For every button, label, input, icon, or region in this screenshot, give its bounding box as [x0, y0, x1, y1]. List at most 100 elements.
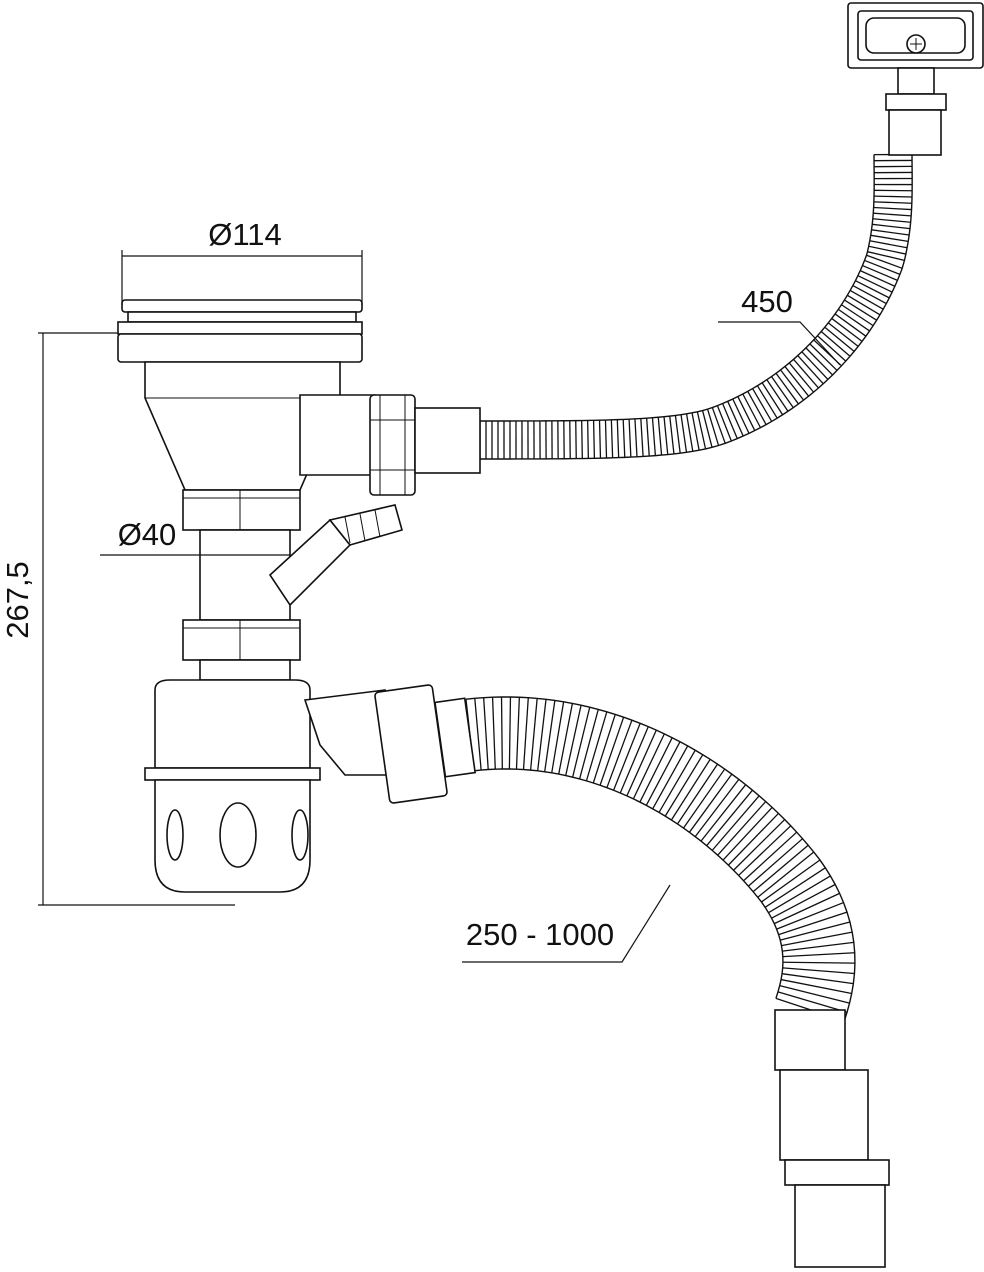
hose-rib: [727, 401, 744, 437]
hose-rib: [781, 973, 854, 985]
hose-rib: [857, 275, 893, 293]
hose-rib: [664, 754, 704, 817]
hose-rib: [872, 223, 911, 230]
hose-rib: [669, 416, 675, 454]
hose-rib: [761, 859, 821, 903]
dimension-strainer: Ø114: [121, 217, 363, 305]
hose-rib: [866, 254, 903, 269]
hose-rib: [604, 419, 608, 459]
hose-rib: [777, 991, 848, 1013]
hose-rib: [867, 251, 905, 261]
hose-rib: [508, 696, 512, 770]
hose-rib: [872, 218, 911, 223]
hose-rib: [782, 941, 854, 952]
hose-rib: [782, 967, 855, 975]
hose-rib: [491, 697, 496, 770]
hose-edge: [480, 154, 913, 460]
hose-rib: [873, 212, 912, 217]
hose-edge: [479, 154, 875, 422]
hose-rib: [873, 206, 912, 211]
hose-rib: [716, 405, 732, 442]
hose-rib: [657, 417, 663, 456]
hose-rib: [706, 408, 720, 446]
hose-rib: [869, 240, 908, 249]
hose-rib: [757, 851, 815, 898]
overflow-hose: [479, 153, 913, 460]
hose-rib: [717, 801, 767, 856]
sink-strainer: [117, 299, 481, 496]
hose-rib: [841, 304, 874, 327]
hose-rib: [640, 418, 644, 457]
hose-rib: [515, 697, 521, 770]
hose-rib: [820, 331, 851, 357]
hose-rib: [674, 415, 681, 454]
hose-rib: [827, 322, 859, 347]
hose-rib: [500, 696, 503, 769]
hose-rib: [797, 355, 824, 385]
hose-rib: [622, 419, 626, 458]
hose-rib: [628, 419, 632, 458]
hose-rib: [691, 412, 700, 451]
hose-rib: [756, 385, 778, 419]
hose-rib: [626, 729, 657, 797]
hose-rib: [771, 883, 836, 919]
hose-rib: [824, 326, 855, 352]
hose-rib: [738, 825, 792, 876]
hose-rib: [831, 317, 863, 342]
hose-rib: [606, 719, 633, 788]
hose-rib: [776, 901, 844, 930]
hose-rib: [737, 396, 756, 431]
hose-rib: [551, 701, 565, 773]
label-total-height: 267,5: [0, 561, 35, 639]
hose-rib: [721, 403, 738, 439]
hose-rib: [873, 201, 912, 204]
hose-rib: [733, 819, 786, 871]
hose-rib: [572, 707, 591, 778]
hose-rib: [747, 838, 803, 887]
hose-rib: [788, 362, 815, 393]
hose-rib: [581, 420, 583, 459]
hose-rib: [565, 705, 582, 776]
hose-rib: [696, 411, 707, 450]
hose-rib: [834, 313, 867, 337]
hose-rib: [670, 758, 711, 821]
hose-rib: [575, 420, 577, 459]
hose-rib: [780, 978, 852, 995]
hose-rib: [781, 931, 853, 947]
hose-rib: [706, 789, 753, 847]
hose-rib: [852, 285, 887, 305]
label-outlet-hose-length: 250 - 1000: [466, 917, 614, 952]
hose-rib: [592, 420, 596, 459]
hose-rib: [779, 369, 805, 401]
hose-rib: [732, 398, 750, 434]
hose-rib: [793, 358, 819, 389]
hose-rib: [855, 280, 890, 299]
hose-rib: [544, 700, 556, 772]
hose-rib: [868, 245, 906, 255]
hose-rib: [529, 698, 538, 771]
hose-rib: [578, 709, 599, 780]
hose-rib: [598, 420, 602, 459]
overflow-cover: [847, 2, 984, 156]
hose-rib: [682, 768, 726, 829]
dimension-pipe: Ø40: [100, 517, 290, 556]
hose-rib: [752, 844, 809, 893]
hose-rib: [558, 703, 574, 775]
hose-rib: [782, 952, 855, 958]
hose-rib: [663, 416, 669, 455]
hose-rib: [784, 366, 810, 397]
hose-rib: [722, 806, 773, 861]
hose-rib: [742, 393, 762, 428]
hose-rib: [766, 379, 789, 412]
hose-rib: [775, 372, 799, 405]
hose-rib: [770, 376, 794, 409]
hose-rib: [764, 867, 826, 908]
hose-rib: [700, 784, 747, 842]
hose-rib: [522, 697, 529, 770]
hose-rib: [711, 407, 726, 444]
hose-rib: [587, 420, 589, 459]
hose-rib: [768, 875, 831, 914]
hose-rib: [870, 234, 909, 243]
hose-rib: [639, 737, 673, 803]
